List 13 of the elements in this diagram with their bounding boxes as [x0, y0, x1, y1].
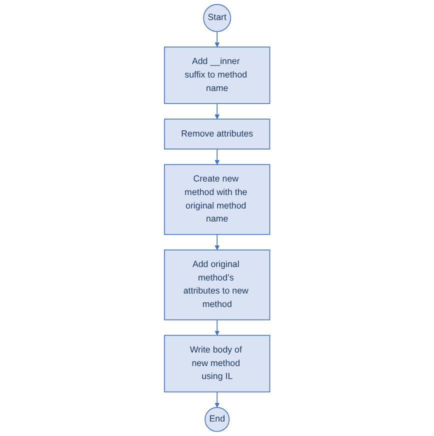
- node-box: Remove attributes: [164, 118, 270, 150]
- arrow: [214, 31, 220, 48]
- node-box: Add __inner suffix to method name: [164, 46, 270, 104]
- arrow: [214, 234, 220, 250]
- node-box: Create new method with the original method name: [164, 164, 270, 235]
- node-circle: End: [204, 407, 230, 432]
- arrow: [214, 392, 220, 408]
- node-box: Write body of new method using IL: [164, 334, 270, 392]
- node-box: Add original method’s attributes to new method: [164, 250, 270, 320]
- arrow: [214, 103, 220, 120]
- arrow: [214, 319, 220, 336]
- node-circle: Start: [203, 4, 231, 32]
- arrow: [214, 148, 220, 165]
